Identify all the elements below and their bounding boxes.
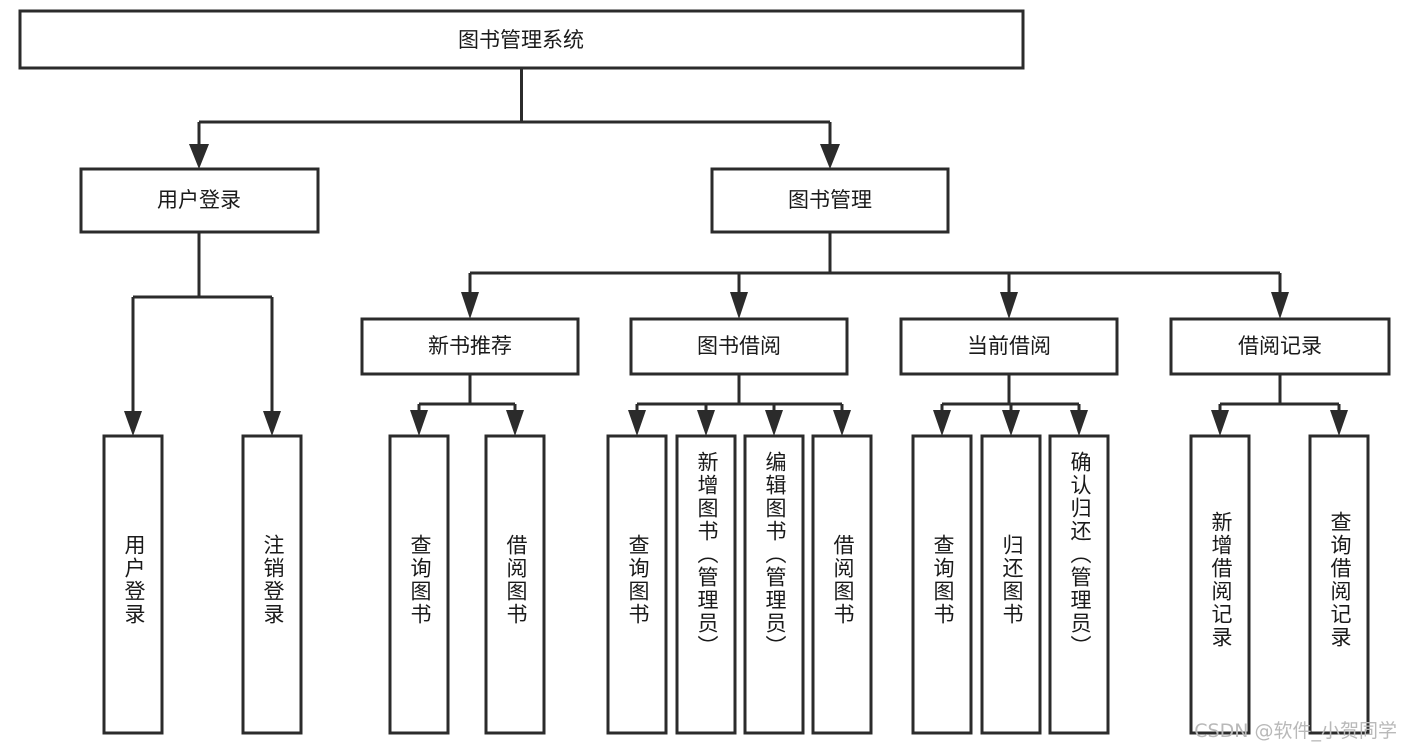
arrowhead-cur-leaf-1 xyxy=(933,410,951,436)
node-user-login-box[interactable] xyxy=(79,167,320,234)
node-user-login[interactable]: 用户登录 xyxy=(79,167,320,234)
node-borrow-records[interactable]: 借阅记录 xyxy=(1169,317,1391,376)
arrowhead-cur-leaf-3 xyxy=(1070,410,1088,436)
node-new-book-recommend-label: 新书推荐 xyxy=(428,334,512,358)
leaf-bw-borrow-book[interactable]: 借阅图书 xyxy=(811,434,873,735)
connectors-records-to-leaves xyxy=(1211,374,1348,436)
connectors-user-login-to-leaves xyxy=(124,232,281,436)
leaf-bw-query-book-box[interactable] xyxy=(606,434,668,735)
leaf-cur-confirm-return-label: 确认归还（管理员） xyxy=(1068,451,1092,658)
leaf-cur-query-book-label: 查询图书 xyxy=(931,534,955,626)
leaf-nb-query-book[interactable]: 查询图书 xyxy=(388,434,450,735)
node-new-book-recommend-box[interactable] xyxy=(360,317,580,376)
leaf-user-login-box[interactable] xyxy=(102,434,164,735)
leaf-user-login-label: 用户登录 xyxy=(122,534,146,626)
leaf-bw-query-book-label: 查询图书 xyxy=(626,534,650,626)
arrowhead-user-login xyxy=(189,144,209,169)
arrowhead-borrow xyxy=(730,292,748,319)
arrowhead-leaf-user-login xyxy=(124,411,142,436)
arrowhead-leaf-logout xyxy=(263,411,281,436)
node-root[interactable]: 图书管理系统 xyxy=(18,9,1025,70)
leaf-nb-borrow-book-label: 借阅图书 xyxy=(504,534,528,626)
leaf-cur-return-book-label: 归还图书 xyxy=(1000,534,1024,626)
arrowhead-bw-leaf-2 xyxy=(697,410,715,436)
node-current-borrow-box[interactable] xyxy=(899,317,1119,376)
node-book-borrow[interactable]: 图书借阅 xyxy=(629,317,849,376)
connectors-new-book-to-leaves xyxy=(410,374,524,436)
node-borrow-records-box[interactable] xyxy=(1169,317,1391,376)
leaf-rec-query-record[interactable]: 查询借阅记录 xyxy=(1308,434,1370,735)
arrowhead-current xyxy=(1000,292,1018,319)
leaf-bw-edit-book-label: 编辑图书（管理员） xyxy=(763,451,787,658)
arrowhead-records xyxy=(1271,292,1289,319)
leaf-bw-add-book-label: 新增图书（管理员） xyxy=(695,451,719,658)
leaf-rec-query-record-box[interactable] xyxy=(1308,434,1370,735)
leaf-rec-add-record[interactable]: 新增借阅记录 xyxy=(1189,434,1251,735)
arrowhead-cur-leaf-2 xyxy=(1002,410,1020,436)
leaf-cur-query-book-box[interactable] xyxy=(911,434,973,735)
arrowhead-bw-leaf-4 xyxy=(833,410,851,436)
connectors-borrow-to-leaves xyxy=(628,374,851,436)
leaf-nb-borrow-book[interactable]: 借阅图书 xyxy=(484,434,546,735)
arrowhead-bw-leaf-1 xyxy=(628,410,646,436)
arrowhead-rec-leaf-1 xyxy=(1211,410,1229,436)
leaf-bw-edit-book[interactable]: 编辑图书（管理员） xyxy=(743,434,805,735)
node-book-manage-label: 图书管理 xyxy=(788,188,872,212)
leaf-cur-confirm-return-box[interactable] xyxy=(1048,434,1110,735)
arrowhead-book-manage xyxy=(820,144,840,169)
leaf-cur-query-book[interactable]: 查询图书 xyxy=(911,434,973,735)
node-book-borrow-box[interactable] xyxy=(629,317,849,376)
leaf-bw-borrow-book-box[interactable] xyxy=(811,434,873,735)
connectors-current-to-leaves xyxy=(933,374,1088,436)
connectors-root-to-level2 xyxy=(189,68,840,169)
leaf-nb-query-book-label: 查询图书 xyxy=(408,534,432,626)
leaf-user-login[interactable]: 用户登录 xyxy=(102,434,164,735)
arrowhead-rec-leaf-2 xyxy=(1330,410,1348,436)
leaf-cur-return-book[interactable]: 归还图书 xyxy=(980,434,1042,735)
node-current-borrow-label: 当前借阅 xyxy=(967,334,1051,358)
node-borrow-records-label: 借阅记录 xyxy=(1238,334,1322,358)
leaf-logout[interactable]: 注销登录 xyxy=(241,434,303,735)
leaf-logout-box[interactable] xyxy=(241,434,303,735)
leaf-bw-add-book[interactable]: 新增图书（管理员） xyxy=(675,434,737,735)
node-root-label: 图书管理系统 xyxy=(458,28,584,52)
leaf-bw-query-book[interactable]: 查询图书 xyxy=(606,434,668,735)
node-user-login-label: 用户登录 xyxy=(157,188,241,212)
leaf-bw-borrow-book-label: 借阅图书 xyxy=(831,534,855,626)
node-book-borrow-label: 图书借阅 xyxy=(697,334,781,358)
node-book-manage[interactable]: 图书管理 xyxy=(710,167,950,234)
arrowhead-bw-leaf-3 xyxy=(765,410,783,436)
leaf-nb-query-book-box[interactable] xyxy=(388,434,450,735)
leaf-cur-confirm-return[interactable]: 确认归还（管理员） xyxy=(1048,434,1110,735)
connectors-book-manage-to-level3 xyxy=(461,232,1289,319)
leaf-nb-borrow-book-box[interactable] xyxy=(484,434,546,735)
node-new-book-recommend[interactable]: 新书推荐 xyxy=(360,317,580,376)
leaf-cur-return-book-box[interactable] xyxy=(980,434,1042,735)
node-root-box[interactable] xyxy=(18,9,1025,70)
leaf-rec-query-record-label: 查询借阅记录 xyxy=(1328,511,1352,649)
leaf-bw-edit-book-box[interactable] xyxy=(743,434,805,735)
leaf-rec-add-record-label: 新增借阅记录 xyxy=(1209,511,1233,649)
arrowhead-nb-leaf-1 xyxy=(410,410,428,436)
leaf-bw-add-book-box[interactable] xyxy=(675,434,737,735)
node-current-borrow[interactable]: 当前借阅 xyxy=(899,317,1119,376)
leaf-logout-label: 注销登录 xyxy=(261,534,285,626)
node-book-manage-box[interactable] xyxy=(710,167,950,234)
arrowhead-new-book xyxy=(461,292,479,319)
arrowhead-nb-leaf-2 xyxy=(506,410,524,436)
leaf-rec-add-record-box[interactable] xyxy=(1189,434,1251,735)
